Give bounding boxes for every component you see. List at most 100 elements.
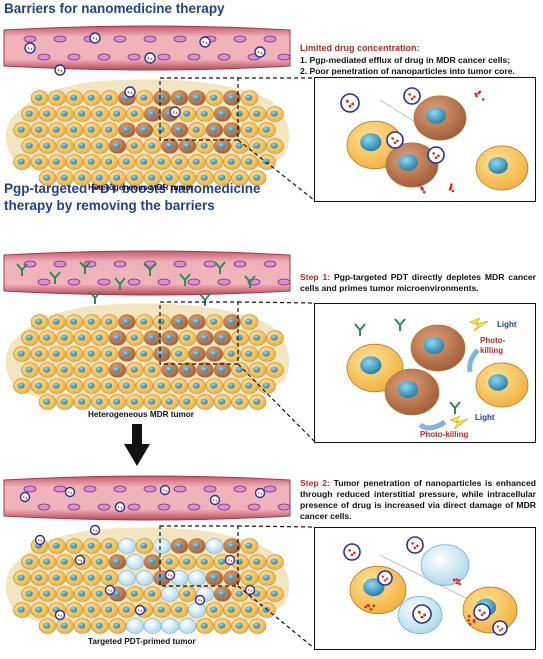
red-blood-cell <box>173 35 187 43</box>
tumor-mass-3 <box>5 527 290 631</box>
cancer-cell <box>108 394 127 410</box>
mdr-cancer-cell <box>135 122 154 138</box>
cancer-cell <box>135 346 154 362</box>
cancer-cell <box>188 154 206 170</box>
cancer-cell <box>38 554 57 570</box>
dead-cell <box>153 538 171 554</box>
cancer-cell <box>240 122 259 138</box>
cancer-cell <box>73 330 92 346</box>
cancer-cell <box>73 554 92 570</box>
vessel-label-1: Blood <box>8 38 28 45</box>
cancer-cell <box>83 154 101 170</box>
cancer-cell <box>135 154 154 170</box>
cancer-cell <box>231 362 249 378</box>
dead-cell <box>178 618 197 634</box>
cancer-cell <box>205 602 224 618</box>
red-blood-cell <box>203 260 217 268</box>
red-blood-cell <box>233 35 247 43</box>
mdr-cancer-cell <box>223 538 241 554</box>
cancer-cell <box>91 138 109 154</box>
cancer-cell <box>91 106 109 122</box>
cancer-cell <box>73 138 92 154</box>
vessel-3 <box>3 475 291 521</box>
mdr-cancer-cell <box>161 106 179 122</box>
cancer-cell <box>30 538 49 554</box>
cancer-cell <box>178 106 197 122</box>
cancer-cell <box>83 602 101 618</box>
cancer-cell <box>100 538 119 554</box>
cancer-cell <box>213 618 232 634</box>
cancer-cell <box>48 378 66 394</box>
antibody <box>114 277 126 290</box>
nanoparticle <box>104 584 116 596</box>
cancer-cell <box>170 154 189 170</box>
cancer-cell <box>153 602 171 618</box>
cancer-cell <box>73 586 92 602</box>
cancer-cell <box>161 554 179 570</box>
section1-item-1: 1. Pgp-mediated efflux of drug in MDR ca… <box>300 55 511 65</box>
cancer-cell <box>126 106 144 122</box>
cancer-cell <box>83 346 101 362</box>
mdr-cancer-cell <box>143 106 162 122</box>
mdr-cancer-cell <box>170 122 189 138</box>
antibody <box>214 261 226 274</box>
cancer-cell <box>100 154 119 170</box>
vessel-1 <box>3 25 291 71</box>
cancer-cell <box>30 378 49 394</box>
nanoparticle <box>209 494 221 506</box>
light-label-bottom: Light <box>475 413 495 422</box>
cancer-cell <box>126 394 144 410</box>
mdr-cancer-cell <box>170 90 189 106</box>
cancer-cell <box>48 570 66 586</box>
mdr-cancer-cell <box>188 346 206 362</box>
cancer-cell <box>205 90 224 106</box>
cancer-cell <box>178 586 197 602</box>
section1-item-2: 2. Poor penetration of nanoparticles int… <box>300 66 515 76</box>
cancer-cell <box>21 330 39 346</box>
mdr-cancer-cell <box>205 346 224 362</box>
cancer-cell <box>223 154 241 170</box>
cancer-cell <box>108 106 127 122</box>
cancer-cell <box>83 314 101 330</box>
red-blood-cell <box>277 53 291 61</box>
cancer-cell <box>258 154 276 170</box>
cancer-cell <box>223 346 241 362</box>
red-blood-cell <box>113 35 127 43</box>
cancer-cell <box>248 138 267 154</box>
cancer-cell <box>56 138 74 154</box>
red-blood-cell <box>97 503 111 511</box>
cancer-cell <box>21 138 39 154</box>
mdr-cancer-cell <box>178 138 197 154</box>
cancer-cell <box>48 314 66 330</box>
cancer-cell <box>91 394 109 410</box>
red-blood-cell <box>143 260 157 268</box>
nanoparticle <box>144 52 156 64</box>
cancer-cell <box>266 138 284 154</box>
cancer-cell <box>178 330 197 346</box>
cancer-cell <box>135 602 154 618</box>
cancer-cell <box>240 602 259 618</box>
nanoparticle <box>224 554 236 566</box>
mdr-cancer-cell <box>153 570 171 586</box>
cancer-cell <box>56 554 74 570</box>
dead-cell <box>118 570 136 586</box>
cancer-cell <box>196 106 214 122</box>
antibody <box>199 293 211 306</box>
cancer-cell <box>91 586 109 602</box>
dead-cell <box>135 570 154 586</box>
cancer-cell <box>30 122 49 138</box>
cancer-cell <box>56 330 74 346</box>
red-blood-cell <box>53 260 67 268</box>
red-blood-cell <box>263 485 277 493</box>
nanoparticle <box>164 569 176 581</box>
nanoparticle <box>54 64 66 76</box>
red-blood-cell <box>143 485 157 493</box>
cancer-cell <box>231 554 249 570</box>
red-blood-cell <box>157 503 171 511</box>
antibody <box>49 271 61 284</box>
red-blood-cell <box>37 53 51 61</box>
cancer-cell <box>91 618 109 634</box>
cancer-cell <box>73 618 92 634</box>
mdr-cancer-cell <box>108 554 127 570</box>
mdr-cancer-cell <box>205 122 224 138</box>
